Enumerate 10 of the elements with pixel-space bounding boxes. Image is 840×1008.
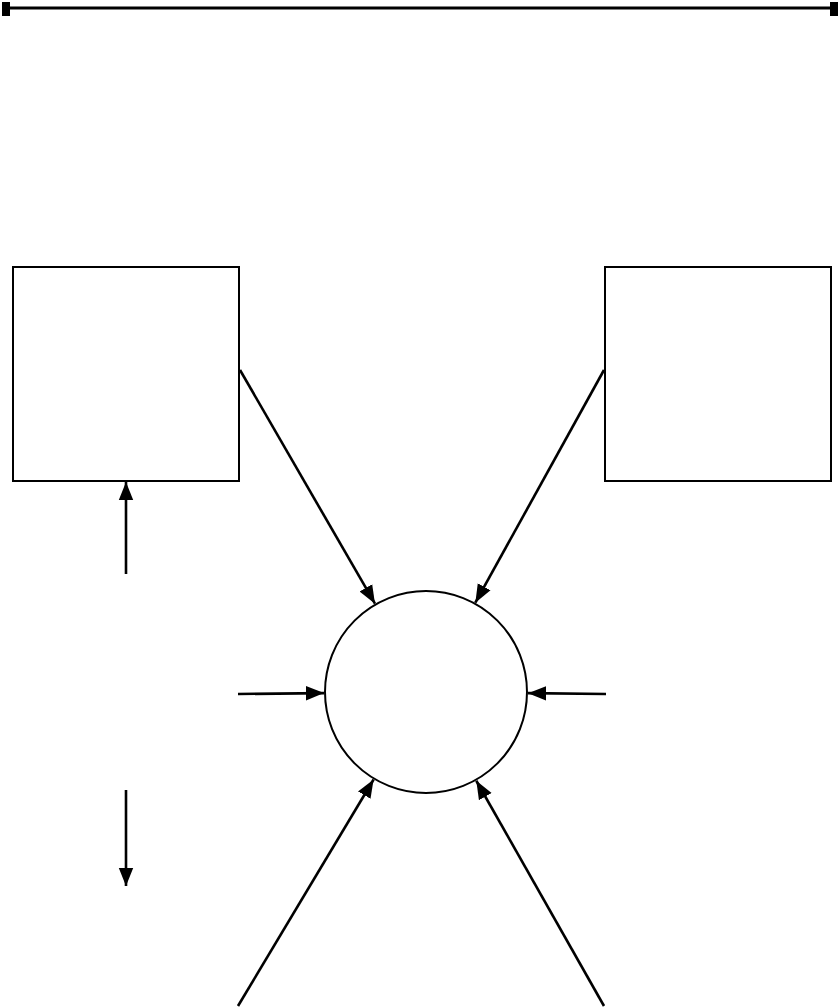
arrow: [238, 686, 325, 701]
arrow: [474, 369, 606, 604]
box-node: [604, 266, 832, 482]
arrow: [236, 778, 375, 1007]
circle-node: [324, 590, 528, 794]
arrow: [527, 686, 606, 701]
arrow: [238, 369, 377, 605]
arrow: [475, 780, 606, 1007]
box-node: [12, 266, 240, 482]
arrow: [118, 482, 134, 574]
